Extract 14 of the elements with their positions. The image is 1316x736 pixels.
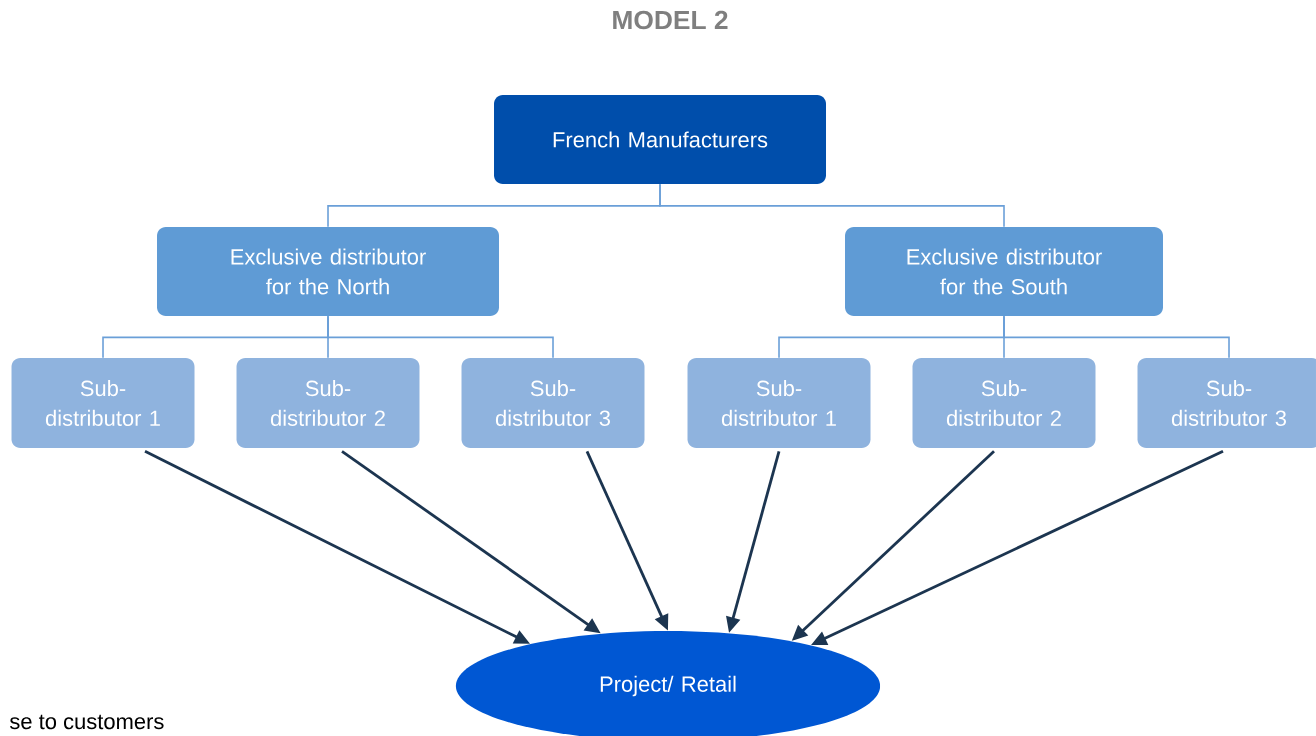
connector-line xyxy=(659,183,1005,228)
connector-line xyxy=(1003,315,1230,359)
process-box: Sub- distributor 1 xyxy=(687,358,871,448)
process-box: French Manufacturers xyxy=(494,95,826,184)
connector-line xyxy=(327,315,554,359)
process-box: Sub- distributor 2 xyxy=(236,358,420,448)
process-box: Sub- distributor 2 xyxy=(912,358,1096,448)
process-box: Exclusive distributor for the North xyxy=(157,227,499,316)
process-box: Sub- distributor 3 xyxy=(461,358,645,448)
note-text: se to customers xyxy=(9,714,164,730)
process-box: Sub- distributor 3 xyxy=(1137,358,1316,448)
title: MODEL 2 xyxy=(613,10,728,30)
process-box: Exclusive distributor for the South xyxy=(845,227,1163,316)
process-box: Sub- distributor 1 xyxy=(11,358,195,448)
